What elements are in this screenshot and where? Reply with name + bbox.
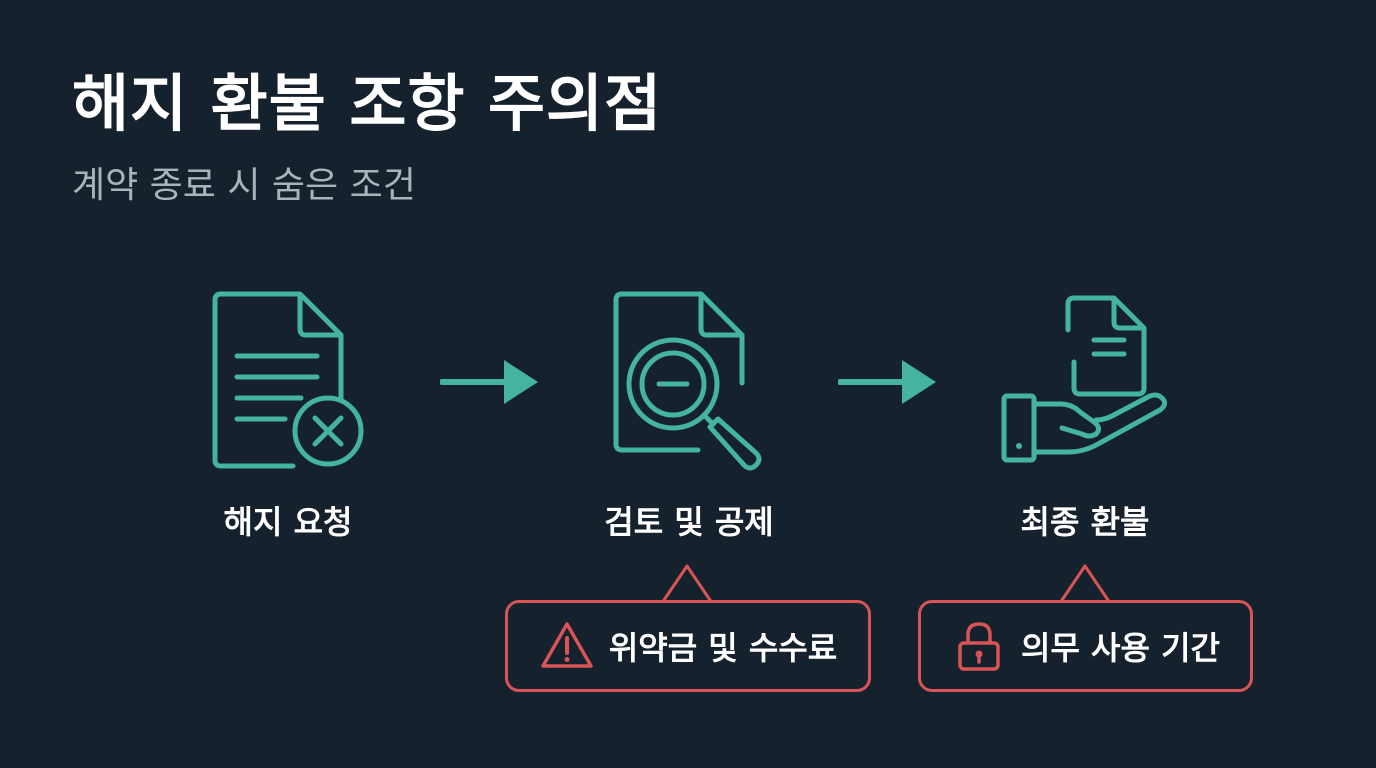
warning-callout-period: 의무 사용 기간 — [918, 600, 1253, 692]
padlock-icon — [958, 622, 1000, 671]
step-label-3: 최종 환불 — [1020, 503, 1150, 541]
warning-triangle-icon — [541, 622, 593, 668]
document-search-icon — [613, 291, 762, 471]
arrow-right-icon — [838, 360, 936, 404]
document-cancel-icon — [212, 291, 364, 469]
page-title: 해지 환불 조항 주의점 — [72, 67, 663, 140]
arrow-right-icon — [440, 360, 538, 404]
callout-text-penalty: 위약금 및 수수료 — [608, 629, 838, 667]
step-label-1: 해지 요청 — [223, 503, 353, 541]
callout-pointer — [660, 564, 714, 604]
hand-receiving-document-icon — [1001, 295, 1168, 463]
callout-text-period: 의무 사용 기간 — [1021, 629, 1220, 667]
warning-callout-penalty: 위약금 및 수수료 — [505, 600, 871, 692]
page-subtitle: 계약 종료 시 숨은 조건 — [72, 165, 416, 206]
step-label-2: 검토 및 공제 — [604, 503, 774, 541]
callout-pointer — [1058, 564, 1112, 604]
